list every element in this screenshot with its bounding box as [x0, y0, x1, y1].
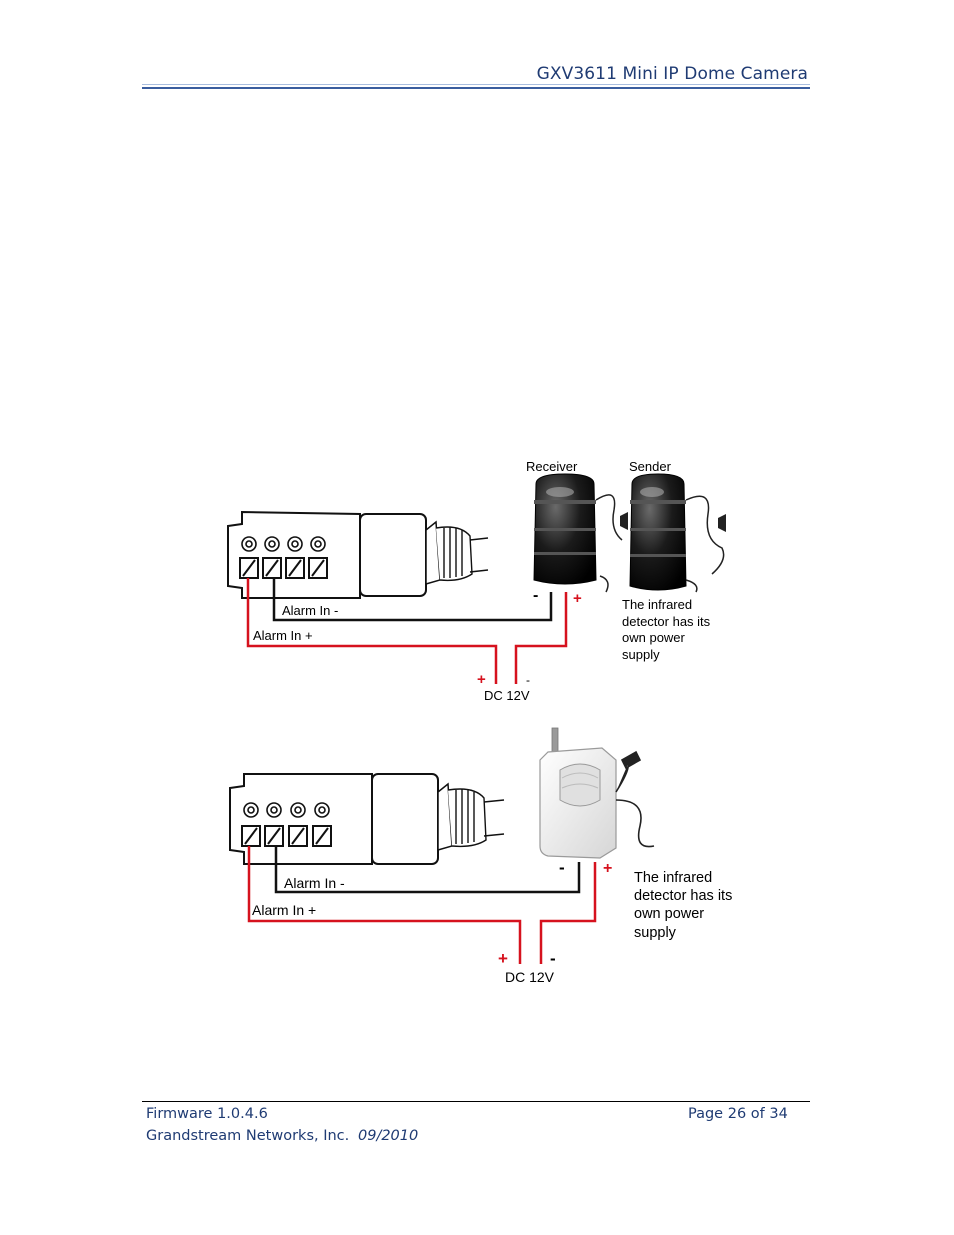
- alarm-in-plus-label: Alarm In +: [252, 902, 316, 918]
- note-line: supply: [634, 925, 677, 941]
- detector-plus-label: +: [573, 590, 582, 607]
- detector-note-top: The infrared detector has its own power …: [622, 597, 711, 662]
- note-line: own power: [622, 630, 686, 645]
- terminal-block-top: [227, 510, 489, 599]
- footer-page-number: Page 26 of 34: [688, 1106, 788, 1122]
- header-rule-light: [142, 84, 810, 85]
- dc-plus-label: +: [477, 671, 486, 688]
- header-title: GXV3611 Mini IP Dome Camera: [536, 64, 808, 84]
- note-line: The infrared: [622, 597, 692, 612]
- footer-company: Grandstream Networks, Inc.: [146, 1128, 350, 1144]
- dc-12v-label: DC 12V: [505, 969, 555, 985]
- note-line: The infrared: [634, 870, 712, 886]
- footer-rule: [142, 1101, 810, 1102]
- note-line: detector has its: [622, 614, 711, 629]
- detector-minus-label: -: [559, 858, 565, 877]
- sender-label: Sender: [629, 459, 672, 474]
- dc-minus-label: -: [550, 949, 556, 968]
- detector-minus-label: -: [533, 587, 538, 604]
- footer-date: 09/2010: [358, 1128, 419, 1144]
- footer-firmware: Firmware 1.0.4.6: [146, 1106, 268, 1122]
- detector-note-bottom: The infrared detector has its own power …: [634, 870, 732, 941]
- terminal-block-bottom: [229, 773, 505, 865]
- sender-detector: [620, 473, 726, 593]
- note-line: own power: [634, 906, 704, 922]
- dc-minus-label: -: [526, 673, 530, 687]
- wires-bottom: [247, 846, 597, 964]
- alarm-in-minus-label: Alarm In -: [284, 875, 345, 891]
- alarm-in-plus-label: Alarm In +: [253, 628, 313, 643]
- dc-plus-label: +: [498, 949, 508, 968]
- dc-12v-label: DC 12V: [484, 688, 530, 703]
- receiver-detector: [533, 473, 623, 593]
- pir-detector: [539, 727, 655, 859]
- header-rule: [142, 87, 810, 89]
- detector-plus-label: +: [603, 860, 612, 877]
- receiver-label: Receiver: [526, 459, 578, 474]
- note-line: supply: [622, 647, 660, 662]
- note-line: detector has its: [634, 888, 732, 904]
- alarm-in-minus-label: Alarm In -: [282, 603, 338, 618]
- wires-top: [246, 578, 568, 684]
